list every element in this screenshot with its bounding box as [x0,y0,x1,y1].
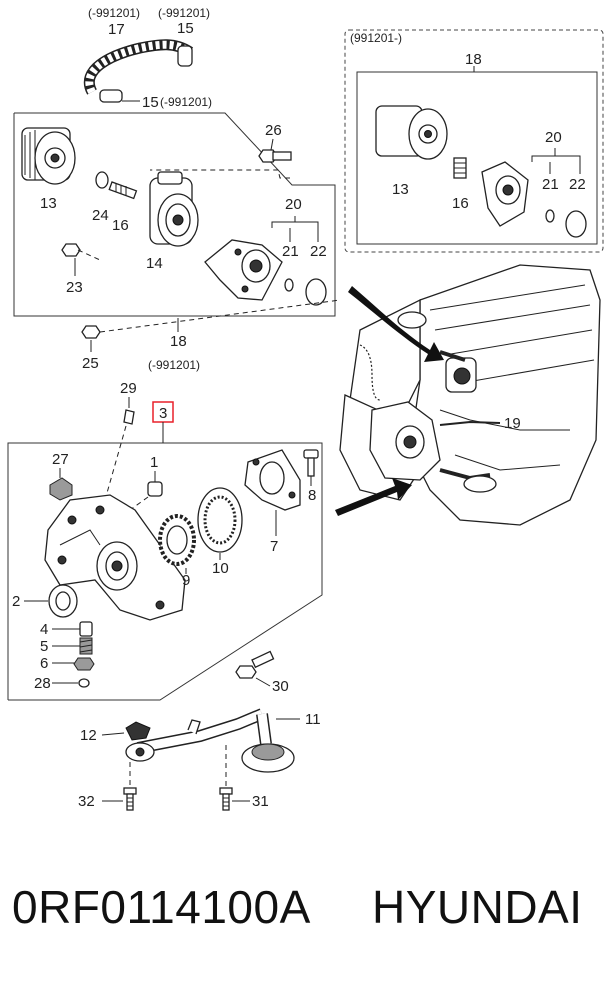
callout-30: 30 [272,678,289,695]
callout-19: 19 [504,415,521,432]
gasket-28 [78,678,90,688]
callout-2: 2 [12,593,20,610]
o-ring-21-inset [545,209,555,223]
gasket-22-inset [565,210,587,238]
cover-screw-8 [303,449,319,477]
date-code-hose-left: (-991201) [88,6,140,20]
oil-filter-left [21,127,76,185]
filter-group-frame [13,112,336,317]
bolt-26 [258,149,292,163]
date-code-hose-right: (-991201) [158,6,210,20]
callout-29: 29 [120,380,137,397]
relief-spring-5 [79,637,93,655]
callout-26: 26 [265,122,282,139]
relief-cap-4 [79,621,93,637]
part-number: 0RF0114100A [12,881,311,933]
callout-12: 12 [80,727,97,744]
callout-27: 27 [52,451,69,468]
engine-oil-cap [397,311,427,329]
date-code-clamp: (-991201) [160,95,212,109]
pump-cover-7 [244,449,301,511]
callout-31: 31 [252,793,269,810]
callout-1: 1 [150,454,158,471]
seal-plug-27 [49,477,73,501]
callout-15-lower: 15 [142,94,159,111]
brand-name: HYUNDAI [372,881,583,933]
bolt-32 [123,787,137,811]
callout-11: 11 [305,711,321,728]
engine-block-illustration [339,264,601,526]
bolt-23 [61,243,101,261]
filter-housing-bracket [204,239,283,301]
callout-4: 4 [40,621,48,638]
housing-bracket-inset [481,161,529,227]
bolt-31 [219,787,233,811]
callout-14: 14 [146,255,163,272]
callout-18-lower: 18 [170,333,187,350]
oil-filter-inset [375,105,448,160]
inset-box-inner [356,71,598,245]
callout-25: 25 [82,355,99,372]
strainer-gasket-12 [125,721,151,741]
callout-21-left: 21 [282,243,299,260]
pointer-arrow-lower [335,478,412,516]
o-ring-21-left [284,278,294,292]
dowel-pin-29 [123,409,135,425]
relief-plunger-1 [147,481,163,497]
parts-exploded-diagram: (-991201) (-991201) 17 15 15 (-991201) 1… [7,6,604,811]
hose-assembly [84,39,194,103]
callout-20-left: 20 [285,196,302,213]
callout-6: 6 [40,655,48,672]
bolt-30 [235,650,275,679]
nut-25 [81,325,101,339]
hose-clamp-lower [99,89,123,103]
callout-23: 23 [66,279,83,296]
callout-22-left: 22 [310,243,327,260]
callout-13-inset: 13 [392,181,409,198]
inner-rotor-9 [158,514,196,566]
date-code-group-18: (-991201) [148,358,200,372]
callout-17: 17 [108,21,125,38]
gasket-22-left [305,278,327,306]
callout-32: 32 [78,793,95,810]
outer-rotor-10 [197,487,243,553]
callout-18-inset: 18 [465,51,482,68]
callout-9: 9 [182,572,190,589]
callout-21-inset: 21 [542,176,559,193]
stud-16-inset [453,157,467,179]
callout-28: 28 [34,675,51,692]
relief-plug-6 [73,657,95,671]
callout-8: 8 [308,487,316,504]
callout-16-inset: 16 [452,195,469,212]
callout-3[interactable]: 3 [159,405,167,422]
date-code-inset: (991201-) [350,31,402,45]
washer-24 [95,171,109,189]
callout-16-left: 16 [112,217,129,234]
callout-22-inset: 22 [569,176,586,193]
oil-pump-body [44,494,186,621]
callout-5: 5 [40,638,48,655]
callout-15-upper: 15 [177,20,194,37]
hose-clamp-upper [177,45,193,67]
oil-strainer-11 [125,708,295,773]
callout-24: 24 [92,207,109,224]
callout-7: 7 [270,538,278,555]
callout-10: 10 [212,560,229,577]
pointer-arrow-upper [348,286,444,362]
callout-20-inset: 20 [545,129,562,146]
oil-cooler-14 [149,171,199,247]
oil-pump-group-frame [7,442,323,701]
callout-13-left: 13 [40,195,57,212]
part-caption: 0RF0114100A HYUNDAI [0,880,610,950]
stud-16-left [108,181,138,200]
